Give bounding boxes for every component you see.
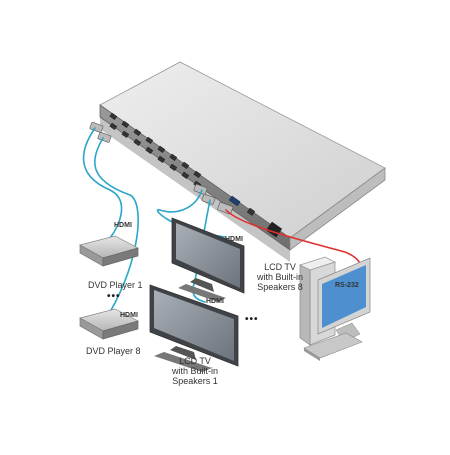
tv-ellipsis: ••• xyxy=(245,314,259,325)
dvd-ellipsis: ••• xyxy=(107,291,121,302)
dvd-player-8 xyxy=(79,308,139,340)
hdmi-label-tv8: HDMI xyxy=(225,236,243,243)
lcd-tv-8-line2: with Built-in xyxy=(256,272,303,282)
lcd-tv-8-line1: LCD TV xyxy=(264,262,296,272)
dvd-player-1-label: DVD Player 1 xyxy=(88,280,143,290)
lcd-tv-1-label: LCD TV with Built-in Speakers 1 xyxy=(160,356,230,386)
lcd-tv-1 xyxy=(149,284,239,372)
hdmi-ports xyxy=(109,112,283,238)
hdmi-label-dvd1: HDMI xyxy=(114,222,132,229)
dvd-player-8-label: DVD Player 8 xyxy=(86,346,141,356)
lcd-tv-1-line1: LCD TV xyxy=(179,356,211,366)
lcd-tv-1-line3: Speakers 1 xyxy=(172,376,218,386)
lcd-tv-8 xyxy=(171,217,245,302)
lcd-tv-1-line2: with Built-in xyxy=(171,366,218,376)
hdmi-label-dvd8: HDMI xyxy=(120,312,138,319)
matrix-switcher xyxy=(99,61,386,262)
computer xyxy=(299,256,371,361)
lcd-tv-8-line3: Speakers 8 xyxy=(257,282,303,292)
dvd-player-1 xyxy=(79,235,139,267)
hdmi-label-tv1: HDMI xyxy=(206,298,224,305)
lcd-tv-8-label: LCD TV with Built-in Speakers 8 xyxy=(244,262,316,292)
rs232-label: RS-232 xyxy=(335,282,359,289)
